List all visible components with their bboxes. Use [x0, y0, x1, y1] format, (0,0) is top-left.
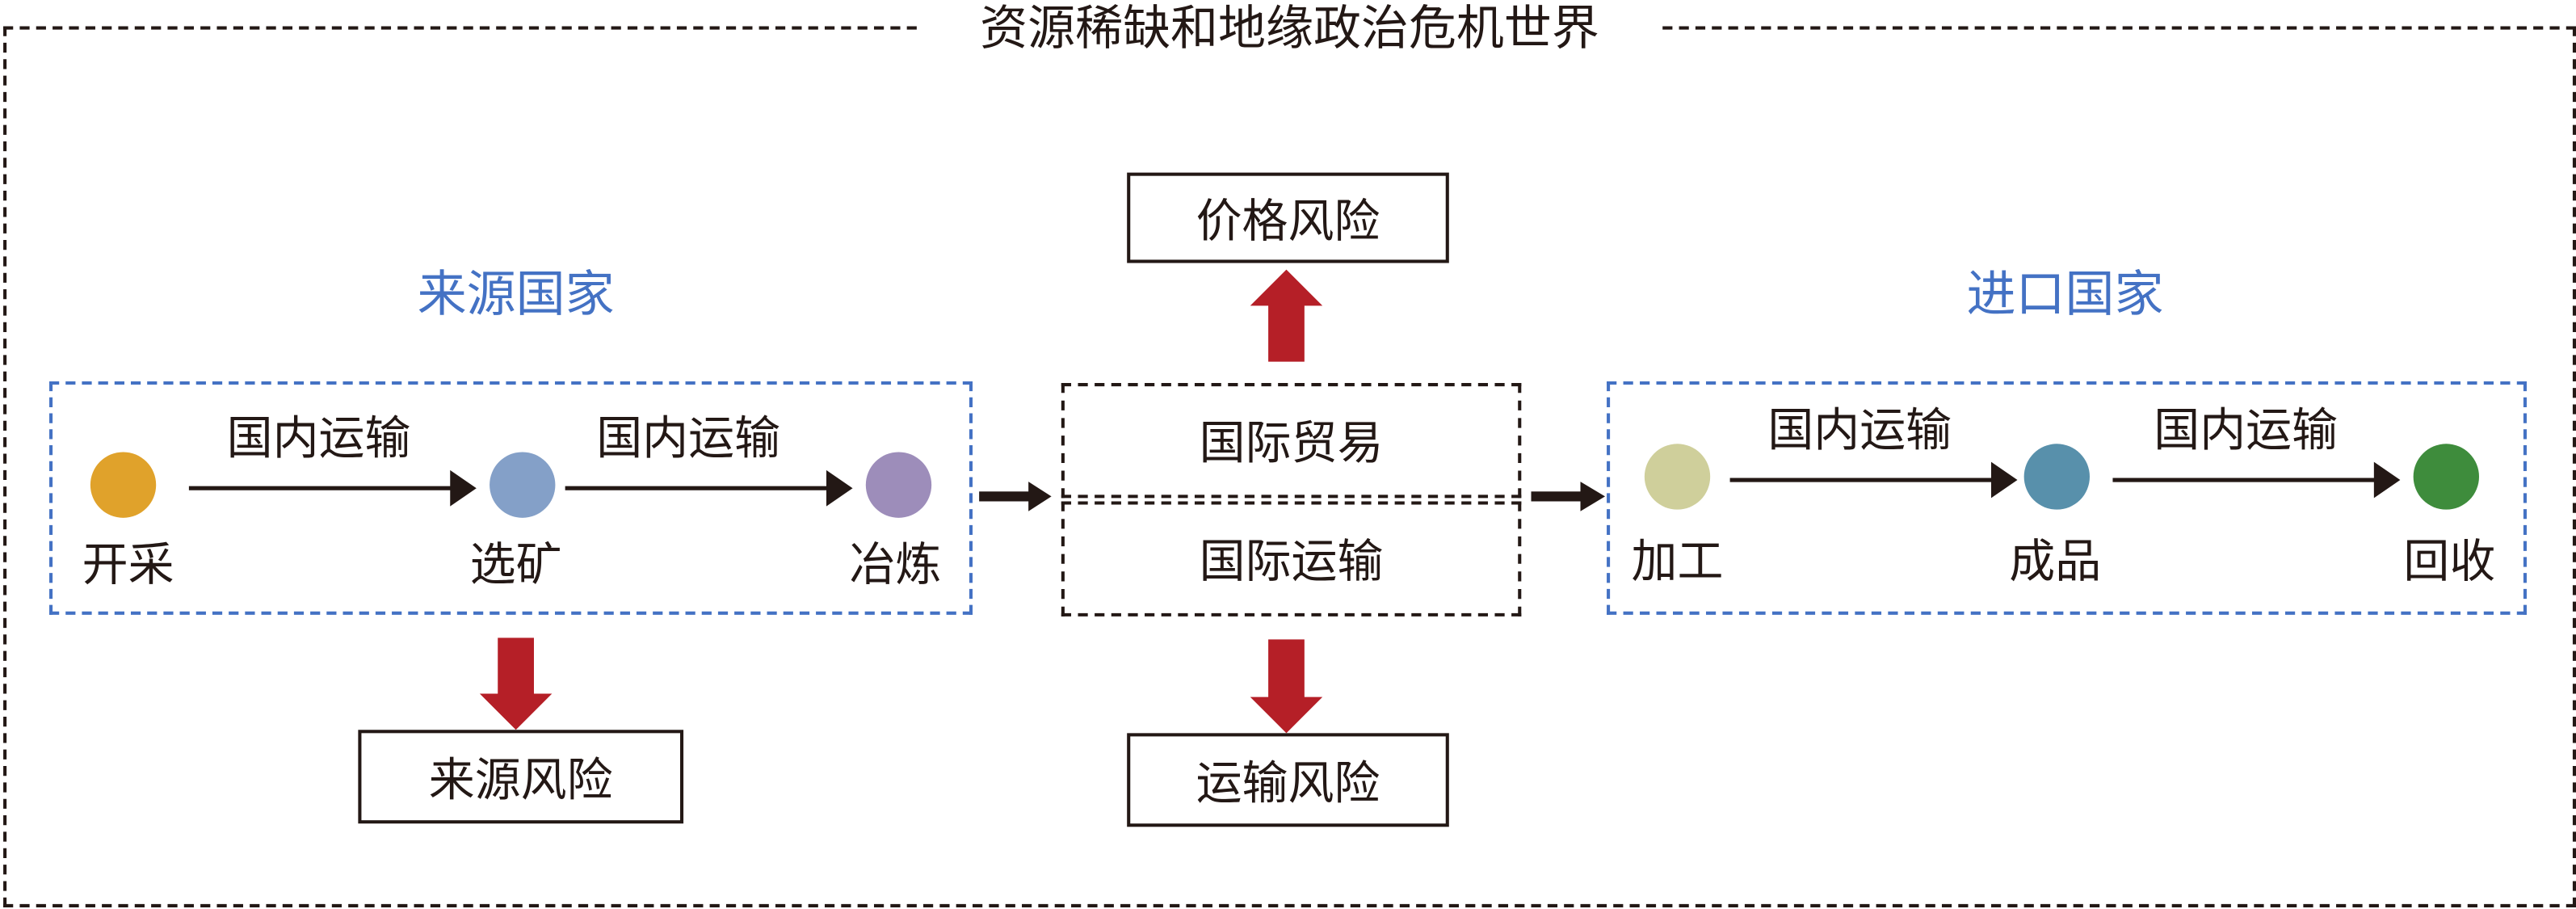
edge-label-domestic-transport: 国内运输	[596, 410, 781, 465]
source-country-title: 来源国家	[417, 266, 615, 324]
source-country-box	[49, 381, 973, 615]
diagram-title: 资源稀缺和地缘政治危机世界	[919, 0, 1660, 57]
connector-arrow	[979, 482, 1052, 511]
edge-label-domestic-transport: 国内运输	[226, 410, 411, 465]
stage-label-recycling: 回收	[2403, 534, 2496, 589]
stage-node-mining	[90, 452, 157, 518]
flow-arrow	[1729, 461, 2018, 499]
risk-arrow-down	[479, 638, 553, 730]
flow-arrow	[565, 469, 853, 507]
international-trade-label: 国际贸易	[1199, 415, 1384, 470]
edge-label-domestic-transport: 国内运输	[1767, 402, 1952, 457]
risk-arrow-down	[1250, 639, 1323, 734]
transport-risk-label: 运输风险	[1196, 755, 1380, 810]
price-risk-label: 价格风险	[1196, 193, 1380, 248]
stage-node-processing	[1644, 444, 1711, 510]
stage-node-smelting	[865, 452, 932, 518]
source-risk-label: 来源风险	[428, 751, 613, 806]
stage-label-finished-product: 成品	[2009, 534, 2102, 589]
price-risk-box: 价格风险	[1127, 172, 1449, 263]
stage-node-beneficiation	[490, 452, 556, 518]
stage-node-recycling	[2413, 444, 2480, 510]
stage-label-processing: 加工	[1631, 534, 1724, 589]
connector-arrow	[1531, 482, 1606, 511]
flow-arrow	[2112, 461, 2401, 499]
edge-label-domestic-transport: 国内运输	[2154, 402, 2339, 457]
import-country-box	[1607, 381, 2527, 615]
risk-arrow-up	[1250, 269, 1323, 362]
stage-label-smelting: 冶炼	[849, 537, 942, 592]
international-transport-box: 国际运输	[1061, 501, 1522, 617]
transport-risk-box: 运输风险	[1127, 733, 1449, 827]
stage-label-mining: 开采	[82, 537, 174, 592]
import-country-title: 进口国家	[1966, 266, 2164, 324]
stage-label-beneficiation: 选矿	[469, 537, 562, 592]
flow-arrow	[188, 469, 477, 507]
source-risk-box: 来源风险	[358, 730, 684, 824]
international-transport-label: 国际运输	[1199, 534, 1384, 589]
stage-node-finished-product	[2023, 444, 2090, 510]
international-trade-box: 国际贸易	[1061, 383, 1522, 499]
